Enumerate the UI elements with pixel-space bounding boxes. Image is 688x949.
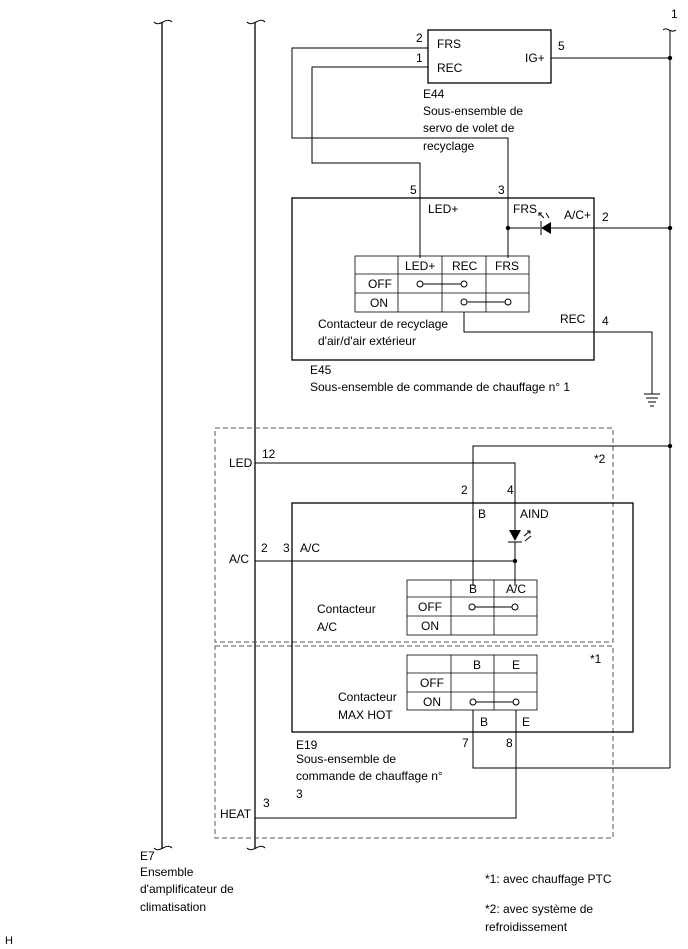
- e44-code: E44: [423, 87, 445, 101]
- e45-label-frs: FRS: [513, 202, 537, 216]
- e19-ac-switch-name-line-1: Contacteur: [317, 602, 376, 616]
- e19-desc-line-2: commande de chauffage n°: [296, 769, 443, 783]
- wire-rec-ground: [463, 312, 653, 394]
- e19-label-e-bottom: E: [522, 715, 530, 729]
- e19-maxhot-table-row-off: OFF: [420, 676, 444, 690]
- e45-pin-frs: 3: [498, 183, 505, 197]
- e7-connector-body: [153, 19, 266, 851]
- e19-label-b-top: B: [478, 507, 486, 521]
- option-frame-star2: [214, 427, 614, 643]
- e19-label-aind: AIND: [520, 507, 549, 521]
- star2-marker: *2: [594, 452, 606, 466]
- wire-rec-ledplus: [311, 66, 428, 258]
- e45-label-acplus: A/C+: [564, 208, 591, 222]
- terminal-1-break: [662, 28, 677, 32]
- e19-ac-table-header-b: B: [469, 582, 477, 596]
- e45-pin-rec: 4: [602, 314, 609, 328]
- e19-pin-b-bottom: 7: [462, 736, 469, 750]
- wire-led: [255, 462, 516, 530]
- e7-desc-line-3: climatisation: [140, 900, 206, 914]
- wire-supply-b: [472, 445, 670, 586]
- e44-label-igplus: IG+: [525, 51, 545, 65]
- e44-desc-line-2: servo de volet de: [423, 121, 515, 135]
- e19-maxhot-on-continuity: [469, 698, 520, 706]
- e7-code: E7: [140, 849, 155, 863]
- e19-maxhot-table-header-e: E: [512, 658, 520, 672]
- e19-ac-switch-name-line-2: A/C: [317, 620, 337, 634]
- led-indicator-icon: [538, 212, 551, 235]
- wire-frs: [291, 47, 509, 258]
- e7-pin-ac: 2: [261, 541, 268, 555]
- footnote-star2-line-1: *2: avec système de: [485, 902, 593, 916]
- e45-desc: Sous-ensemble de commande de chauffage n…: [310, 380, 570, 394]
- e19-ac-table-row-off: OFF: [418, 600, 442, 614]
- e19-label-ac: A/C: [300, 541, 320, 555]
- e45-on-continuity: [460, 298, 512, 306]
- option-frame-star1: [214, 645, 614, 839]
- e19-desc-line-3: 3: [296, 787, 303, 801]
- e44-desc-line-1: Sous-ensemble de: [423, 104, 523, 118]
- e45-pin-ledplus: 5: [410, 183, 417, 197]
- e45-label-rec: REC: [560, 312, 586, 326]
- e7-desc-line-1: Ensemble: [140, 865, 194, 879]
- wire-heat: [255, 710, 517, 819]
- star1-marker: *1: [590, 652, 602, 666]
- e19-pin-b-top: 2: [461, 483, 468, 497]
- e19-maxhot-switch-table: [406, 654, 538, 711]
- e7-pin-led: 12: [262, 447, 276, 461]
- e19-ac-off-continuity: [468, 603, 519, 611]
- e19-maxhot-table-row-on: ON: [423, 695, 441, 709]
- e19-label-b-bottom: B: [480, 715, 488, 729]
- e7-label-ac: A/C: [229, 552, 249, 566]
- e44-pin-rec: 1: [416, 51, 423, 65]
- e45-pin-acplus: 2: [602, 210, 609, 224]
- e45-table-header-rec: REC: [452, 259, 478, 273]
- e45-off-continuity: [416, 280, 468, 288]
- e44-box: [427, 29, 552, 84]
- e19-ac-table-header-ac: A/C: [506, 582, 526, 596]
- e7-label-heat: HEAT: [220, 807, 252, 821]
- terminal-1-label: 1: [671, 7, 678, 21]
- e19-maxhot-switch-name-line-2: MAX HOT: [338, 708, 393, 722]
- e7-label-led: LED: [229, 456, 253, 470]
- ground-icon: [644, 393, 660, 407]
- e45-box: [291, 197, 595, 361]
- e44-label-rec: REC: [437, 61, 463, 75]
- e45-table-header-frs: FRS: [495, 259, 519, 273]
- e7-pin-heat: 3: [263, 796, 270, 810]
- e19-ac-table-row-on: ON: [421, 619, 439, 633]
- e19-desc-line-1: Sous-ensemble de: [296, 752, 396, 766]
- e45-table-header-ledplus: LED+: [405, 259, 435, 273]
- e45-switch-table: [354, 255, 530, 313]
- junction-dot: [512, 558, 518, 564]
- e45-switch-name-line-1: Contacteur de recyclage: [318, 317, 448, 331]
- e44-label-frs: FRS: [437, 37, 461, 51]
- e45-table-row-off: OFF: [368, 277, 392, 291]
- e19-box: [291, 502, 634, 733]
- corner-letter: H: [5, 935, 13, 947]
- footnote-star1: *1: avec chauffage PTC: [485, 872, 612, 886]
- e45-switch-name-line-2: d'air/d'air extérieur: [318, 334, 416, 348]
- e44-pin-frs: 2: [416, 31, 423, 45]
- e19-pin-aind: 4: [507, 483, 514, 497]
- e44-pin-igplus: 5: [558, 39, 565, 53]
- e45-code: E45: [310, 363, 332, 377]
- e19-maxhot-switch-name-line-1: Contacteur: [338, 690, 397, 704]
- e19-code: E19: [296, 738, 318, 752]
- aind-led-icon: [508, 530, 532, 543]
- e19-pin-ac: 3: [283, 541, 290, 555]
- e45-table-row-on: ON: [370, 296, 388, 310]
- wire-b-supply: [472, 710, 670, 769]
- e19-pin-e-bottom: 8: [506, 736, 513, 750]
- e44-desc-line-3: recyclage: [423, 139, 475, 153]
- e19-maxhot-table-header-b: B: [473, 658, 481, 672]
- footnote-star2-line-2: refroidissement: [485, 920, 568, 934]
- e7-desc-line-2: d'amplificateur de: [140, 882, 234, 896]
- e45-label-ledplus: LED+: [428, 202, 458, 216]
